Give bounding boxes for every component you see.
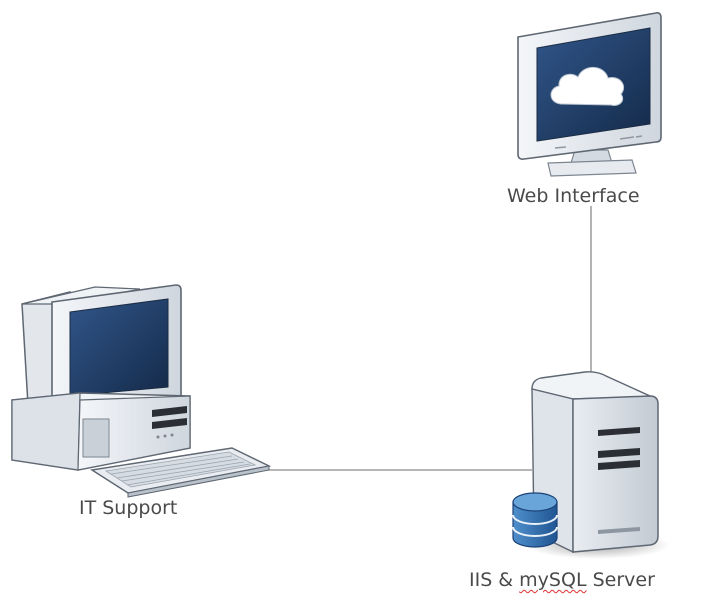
server-label-flagged-word: mySQL xyxy=(519,569,587,591)
it-support-label: IT Support xyxy=(79,497,178,519)
server-icon xyxy=(526,371,670,559)
server-label-prefix: IIS & xyxy=(469,569,520,591)
web-monitor-icon xyxy=(517,12,662,177)
server-label-suffix: Server xyxy=(586,569,655,591)
server-label: IIS & mySQL Server xyxy=(469,569,655,591)
database-icon xyxy=(512,492,558,548)
workstation-icon xyxy=(11,284,272,498)
keyboard-icon xyxy=(90,447,272,498)
web-interface-label: Web Interface xyxy=(507,185,640,207)
cloud-icon xyxy=(550,66,625,106)
